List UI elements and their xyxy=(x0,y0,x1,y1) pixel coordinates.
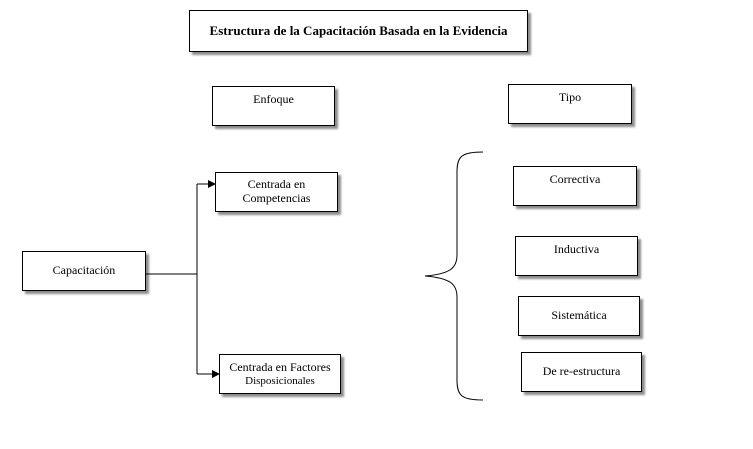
tipo-reestructura-box: De re-estructura xyxy=(521,352,642,392)
enfoque-competencias-line1: Centrada en xyxy=(247,177,306,192)
tipo-inductiva: Inductiva xyxy=(553,242,600,256)
title-box: Estructura de la Capacitación Basada en … xyxy=(189,10,528,52)
enfoque-disposicionales-line1: Centrada en Factores xyxy=(229,359,331,374)
capacitacion-label: Capacitación xyxy=(52,263,116,278)
diagram-title: Estructura de la Capacitación Basada en … xyxy=(209,22,508,38)
enfoque-disposicionales-line2: Disposicionales xyxy=(245,374,315,387)
tipo-inductiva-box: Inductiva xyxy=(515,236,638,276)
tipo-correctiva: Correctiva xyxy=(549,172,601,186)
enfoque-competencias-line2: Competencias xyxy=(242,191,311,205)
enfoque-disposicionales-box: Centrada en Factores Disposicionales xyxy=(219,354,341,394)
tipo-header-box: Tipo xyxy=(508,84,632,124)
tipo-reestructura: De re-estructura xyxy=(542,364,621,379)
enfoque-header: Enfoque xyxy=(253,92,294,106)
tipo-correctiva-box: Correctiva xyxy=(513,166,637,206)
capacitacion-box: Capacitación xyxy=(22,251,146,291)
enfoque-competencias-box: Centrada en Competencias xyxy=(215,172,338,212)
tipo-sistematica-box: Sistemática xyxy=(518,296,640,336)
tipo-sistematica: Sistemática xyxy=(551,308,607,323)
curly-brace xyxy=(424,151,484,401)
enfoque-header-box: Enfoque xyxy=(212,86,335,126)
tipo-header: Tipo xyxy=(558,90,582,104)
